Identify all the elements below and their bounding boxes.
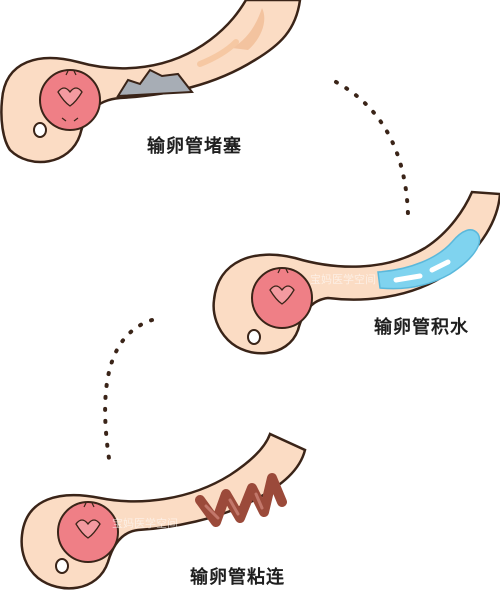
watermark: 宝妈医学空间 <box>310 273 376 286</box>
tube-illustration-hydrosalpinx <box>212 190 500 355</box>
ovary <box>251 267 313 329</box>
connector-2-to-3 <box>103 318 154 467</box>
egg-cell <box>55 558 69 574</box>
label-blockage: 输卵管堵塞 <box>147 136 242 157</box>
egg-cell <box>33 122 47 138</box>
panel-blockage <box>0 0 310 170</box>
watermark: 宝妈医学空间 <box>112 517 178 530</box>
ovary <box>39 69 101 131</box>
label-hydrosalpinx: 输卵管积水 <box>374 317 469 338</box>
tube-highlight <box>232 8 265 50</box>
fluid-accumulation <box>377 229 481 290</box>
tube-highlight-2 <box>197 39 239 67</box>
fluid-highlight <box>393 273 423 283</box>
tube-illustration-adhesion <box>20 432 307 590</box>
blockage-mass <box>116 68 194 98</box>
adhesion-bands <box>195 473 287 527</box>
label-adhesion: 输卵管粘连 <box>190 567 285 588</box>
tube-illustration-blockage <box>0 0 302 164</box>
ovary <box>57 501 119 563</box>
panel-adhesion <box>20 430 310 598</box>
egg-cell <box>247 329 261 345</box>
panel-hydrosalpinx <box>210 190 500 360</box>
